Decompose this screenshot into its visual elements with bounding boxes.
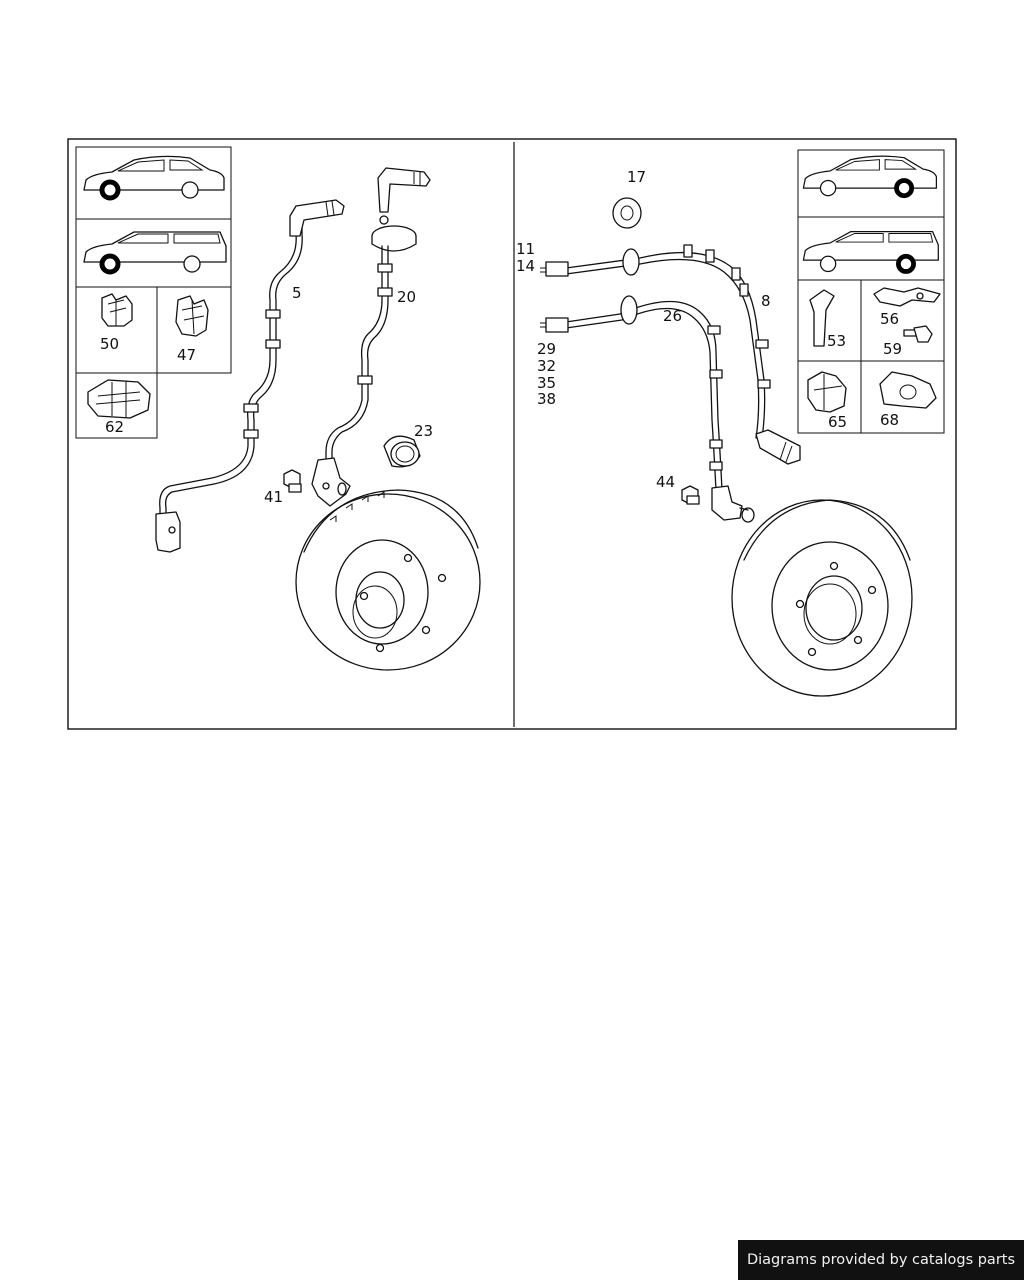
right-legend-grid: 53 56 59 65 68 — [797, 149, 945, 434]
callout-35: 35 — [537, 374, 556, 392]
callout-56: 56 — [880, 310, 899, 328]
sensor-cable-5 — [155, 199, 345, 553]
callout-23: 23 — [414, 422, 433, 440]
callout-47: 47 — [177, 346, 196, 364]
parts-diagram: 50 47 62 5 — [67, 138, 957, 730]
bracket-53-icon — [809, 289, 835, 347]
callout-32: 32 — [537, 357, 556, 375]
left-legend-grid: 50 47 62 — [75, 146, 232, 439]
sedan-rear-icon — [802, 155, 938, 199]
bolt-44 — [681, 485, 700, 505]
right-panel: 53 56 59 65 68 — [516, 149, 945, 697]
callout-38: 38 — [537, 390, 556, 408]
sensor-cable-20 — [311, 167, 431, 507]
credit-banner: Diagrams provided by catalogs parts — [738, 1240, 1024, 1280]
left-panel: 50 47 62 5 — [75, 146, 481, 671]
callout-50: 50 — [100, 335, 119, 353]
callout-20: 20 — [397, 288, 416, 306]
callout-44: 44 — [656, 473, 675, 491]
callout-29: 29 — [537, 340, 556, 358]
callout-11: 11 — [516, 240, 535, 258]
wagon-front-icon — [83, 231, 227, 275]
brake-disc-right — [731, 499, 913, 697]
sedan-front-icon — [83, 155, 225, 201]
callout-62: 62 — [105, 418, 124, 436]
callout-59: 59 — [883, 340, 902, 358]
grommet-17 — [612, 197, 642, 229]
callout-5: 5 — [292, 284, 302, 302]
callout-68: 68 — [880, 411, 899, 429]
sensor-cable-26 — [540, 295, 755, 523]
brake-disc-left — [295, 489, 481, 671]
wagon-rear-icon — [802, 230, 939, 274]
clip-62-icon — [87, 379, 151, 419]
diagram-frame — [67, 138, 957, 730]
clip-65-icon — [807, 371, 847, 413]
clip-68-icon — [879, 371, 937, 409]
sleeve-23 — [383, 435, 421, 468]
clip-50-icon — [101, 293, 133, 327]
clip-47-icon — [175, 295, 209, 337]
callout-53: 53 — [827, 332, 846, 350]
clamp-56-icon — [873, 287, 941, 307]
callout-17: 17 — [627, 168, 646, 186]
bolt-41 — [283, 469, 302, 493]
callout-14: 14 — [516, 257, 535, 275]
callout-65: 65 — [828, 413, 847, 431]
sensor-cable-8 — [540, 244, 801, 465]
screw-59-icon — [903, 325, 933, 343]
callout-26: 26 — [663, 307, 682, 325]
callout-8: 8 — [761, 292, 771, 310]
callout-41: 41 — [264, 488, 283, 506]
